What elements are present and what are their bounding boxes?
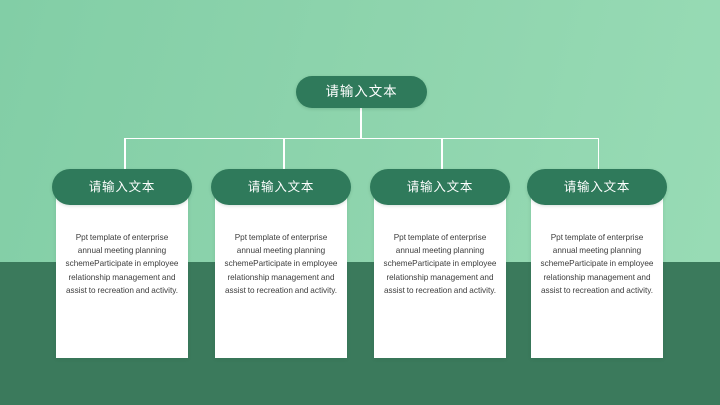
branch-card-4-body: Ppt template of enterprise annual meetin…	[531, 195, 663, 358]
branch-card-1[interactable]: 请输入文本 Ppt template of enterprise annual …	[52, 169, 192, 358]
branch-card-2[interactable]: 请输入文本 Ppt template of enterprise annual …	[211, 169, 351, 358]
branch-card-4-title: 请输入文本	[563, 179, 631, 194]
connector-stem-vertical	[360, 107, 362, 139]
branch-card-1-body-text: Ppt template of enterprise annual meetin…	[65, 233, 179, 295]
branch-card-4-body-text: Ppt template of enterprise annual meetin…	[540, 233, 654, 295]
branch-card-4-header[interactable]: 请输入文本	[527, 169, 667, 205]
connector-drop-1	[124, 137, 126, 170]
connector-horizontal-bus	[124, 137, 599, 140]
branch-card-1-header[interactable]: 请输入文本	[52, 169, 192, 205]
branch-card-3-body: Ppt template of enterprise annual meetin…	[374, 195, 506, 358]
connector-drop-3	[441, 137, 443, 170]
branch-card-4[interactable]: 请输入文本 Ppt template of enterprise annual …	[527, 169, 667, 358]
branch-card-2-header[interactable]: 请输入文本	[211, 169, 351, 205]
branch-card-1-body: Ppt template of enterprise annual meetin…	[56, 195, 188, 358]
branch-card-2-body: Ppt template of enterprise annual meetin…	[215, 195, 347, 358]
connector-drop-4	[597, 137, 600, 170]
connector-drop-2	[283, 137, 285, 170]
branch-card-3-header[interactable]: 请输入文本	[370, 169, 510, 205]
root-node[interactable]: 请输入文本	[296, 76, 427, 108]
branch-card-2-title: 请输入文本	[247, 179, 315, 194]
branch-card-3[interactable]: 请输入文本 Ppt template of enterprise annual …	[370, 169, 510, 358]
branch-card-3-title: 请输入文本	[406, 179, 474, 194]
branch-card-3-body-text: Ppt template of enterprise annual meetin…	[383, 233, 497, 295]
branch-card-2-body-text: Ppt template of enterprise annual meetin…	[224, 233, 338, 295]
branch-card-1-title: 请输入文本	[88, 179, 156, 194]
root-node-label: 请输入文本	[325, 84, 398, 100]
